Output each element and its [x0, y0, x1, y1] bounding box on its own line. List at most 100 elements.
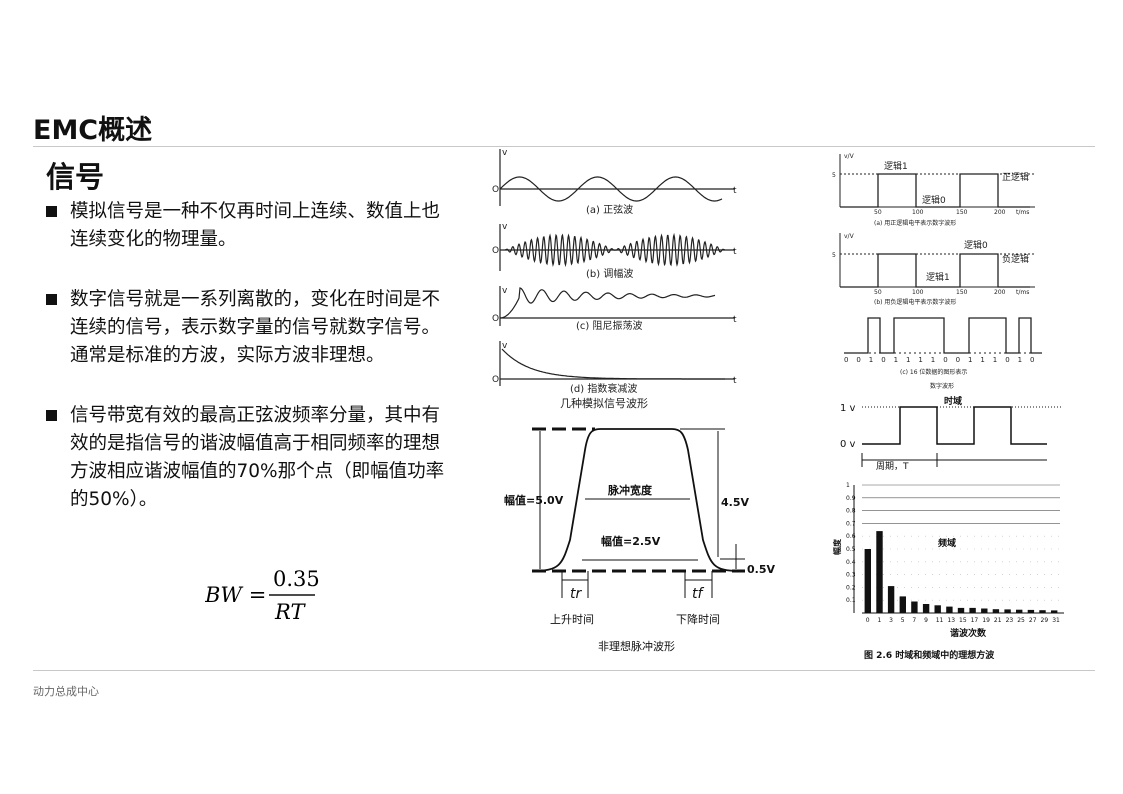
bit-label: 1 [906, 356, 910, 364]
x-tick: 200 [994, 209, 1006, 216]
caption-b: (b) 用负逻辑电平表示数字波形 [874, 298, 956, 306]
section-subtitle: 信号 [46, 160, 105, 194]
origin-label: O [492, 314, 499, 324]
pulse-figure: 幅值=5.0V 脉冲宽度 幅值=2.5V 4.5V 0.5V tr tf 上升时… [504, 427, 775, 653]
bit-label: 0 [856, 356, 860, 364]
y-tick-label: 0.1 [846, 597, 856, 604]
axis-v-label: v/V [844, 233, 855, 240]
analog-waveforms-figure: v O t v O t v O t v O t (a) 正弦波 (b) 调幅波 … [492, 148, 737, 410]
bit-label: 0 [1030, 356, 1034, 364]
axis-t-label: t [733, 376, 737, 386]
bit-label: 1 [869, 356, 873, 364]
y-tick-label: 0.7 [846, 520, 856, 527]
y-tick-label: 0.9 [846, 495, 856, 502]
bit-label: 1 [1018, 356, 1022, 364]
axis-v-label: v [502, 222, 508, 232]
freq-bar [876, 531, 883, 613]
freq-y-label: 幅度 [832, 538, 842, 555]
freq-bar [1051, 610, 1058, 613]
width-label: 脉冲宽度 [607, 483, 653, 497]
bit-label: 0 [943, 356, 947, 364]
y-tick-label: 0.6 [846, 533, 856, 540]
axis-v-label: v/V [844, 153, 855, 160]
x-tick-label: 31 [1052, 617, 1060, 624]
formula-denominator: RT [274, 600, 306, 624]
freq-bar [899, 596, 906, 613]
y-tick: 5 [832, 252, 836, 259]
x-tick-label: 9 [924, 617, 928, 624]
caption-a: (a) 用正逻辑电平表示数字波形 [874, 219, 956, 227]
footer-text: 动力总成中心 [33, 685, 99, 698]
bullet-square-icon [46, 206, 57, 217]
y-tick-label: 0.2 [846, 584, 856, 591]
x-tick: 100 [912, 289, 924, 296]
neg-logic-name: 负逻辑 [1002, 253, 1029, 265]
sine-wave [499, 176, 723, 202]
axis-v-label: v [502, 286, 508, 296]
footer-divider [33, 670, 1095, 671]
freq-grid [862, 484, 1060, 601]
x-unit: t/ms [1016, 289, 1029, 296]
x-tick-label: 27 [1029, 617, 1037, 624]
y-tick-label: 1 [846, 482, 850, 489]
analog-fig-title: 几种模拟信号波形 [560, 396, 648, 410]
y-tick-label: 0.8 [846, 508, 856, 515]
freq-domain-title: 频域 [938, 537, 956, 549]
neg-logic1-label: 逻辑1 [926, 271, 950, 283]
x-tick: 100 [912, 209, 924, 216]
v05-label: 0.5V [747, 563, 775, 576]
axis-t-label: t [733, 315, 737, 325]
x-tick: 200 [994, 289, 1006, 296]
y-tick-label: 0.4 [846, 559, 856, 566]
time-domain-title: 时域 [944, 395, 962, 407]
bullet-item: 模拟信号是一种不仅再时间上连续、数值上也连续变化的物理量。 [46, 198, 456, 254]
freq-bar [969, 607, 976, 613]
neg-logic0-label: 逻辑0 [964, 239, 988, 251]
freq-bar [911, 601, 918, 613]
timefreq-caption: 图 2.6 时域和频域中的理想方波 [864, 649, 995, 661]
bit-label: 0 [1005, 356, 1009, 364]
x-tick-label: 25 [1017, 617, 1025, 624]
x-tick-label: 17 [971, 617, 979, 624]
bit-label: 0 [956, 356, 960, 364]
bit-label: 1 [993, 356, 997, 364]
v1-label: 1 v [840, 403, 856, 414]
origin-label: O [492, 375, 499, 385]
freq-bar [864, 549, 871, 613]
x-tick-label: 19 [982, 617, 990, 624]
v45-label: 4.5V [721, 496, 749, 509]
tr-label: tr [570, 586, 582, 602]
freq-bars [864, 531, 1058, 613]
freq-bar [992, 609, 1000, 613]
x-tick-label: 5 [901, 617, 905, 624]
bit-label: 1 [918, 356, 922, 364]
amp-label: 幅值=5.0V [504, 493, 564, 507]
y-tick-label: 0.5 [846, 546, 856, 553]
y-tick-label: 0.3 [846, 572, 856, 579]
caption-damped: (c) 阻尼振荡波 [576, 319, 642, 332]
pos-logic0-label: 逻辑0 [922, 194, 946, 206]
x-tick: 50 [874, 209, 882, 216]
x-tick-label: 13 [947, 617, 955, 624]
bullet-item: 信号带宽有效的最高正弦波频率分量，其中有效的是指信号的谐波幅值高于相同频率的理想… [46, 402, 456, 514]
origin-label: O [492, 185, 499, 195]
x-tick-label: 23 [1006, 617, 1014, 624]
negative-logic-wave [840, 253, 1030, 288]
freq-bar [1004, 609, 1011, 613]
positive-logic-wave [840, 173, 1030, 208]
x-tick-label: 0 [866, 617, 870, 624]
slide-title: EMC概述 [33, 115, 153, 146]
tf-label: tf [692, 586, 704, 602]
formula-numerator: 0.35 [273, 567, 320, 591]
y-tick: 5 [832, 172, 836, 179]
axis-v-label: v [502, 148, 508, 158]
x-tick-label: 15 [959, 617, 967, 624]
freq-bar [922, 604, 930, 613]
bullet-item: 数字信号就是一系列离散的，变化在时间是不连续的信号，表示数字量的信号就数字信号。… [46, 286, 456, 370]
freq-x-label: 谐波次数 [950, 627, 987, 639]
bullet-list: 模拟信号是一种不仅再时间上连续、数值上也连续变化的物理量。 数字信号就是一系列离… [46, 198, 456, 514]
bit-label: 0 [881, 356, 885, 364]
